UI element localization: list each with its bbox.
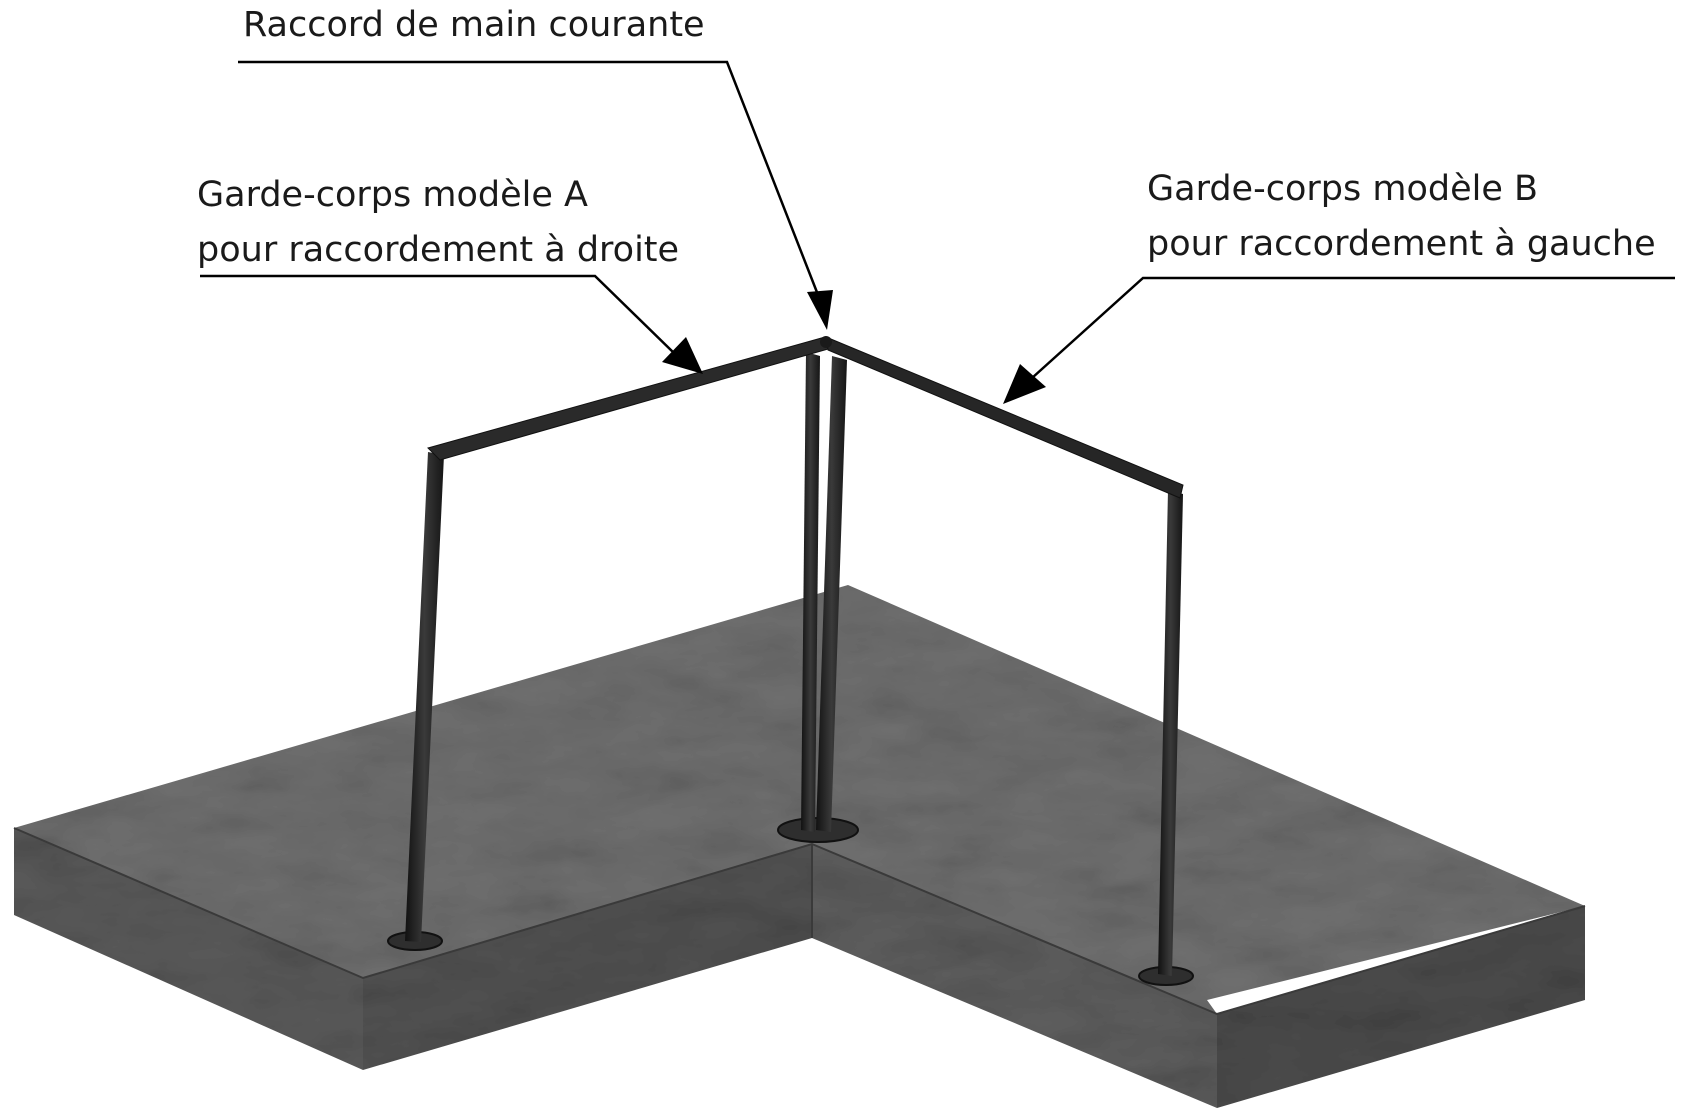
annotation-leaders	[200, 60, 1675, 404]
leader-model-b	[1031, 276, 1675, 379]
concrete-slab	[13, 585, 1586, 1108]
leader-model-a	[200, 274, 677, 356]
leader-raccord	[238, 60, 822, 301]
handrail-joint	[820, 336, 832, 348]
post-b-right	[1158, 490, 1183, 976]
guardrail-model-a	[405, 336, 829, 942]
label-model-b-line2: pour raccordement à gauche	[1147, 224, 1656, 264]
arrowhead-raccord	[807, 290, 833, 330]
label-raccord: Raccord de main courante	[243, 5, 705, 45]
annotation-labels: Raccord de main courante Garde-corps mod…	[197, 5, 1656, 270]
slab-left-front-face	[14, 828, 363, 1070]
handrail-a	[427, 336, 829, 461]
handrail-b	[825, 336, 1184, 499]
label-model-a-line2: pour raccordement à droite	[197, 230, 679, 270]
post-b-center	[816, 356, 847, 832]
slab-inner-face-right	[812, 844, 1217, 1108]
slab-inner-face-left	[363, 844, 812, 1070]
arrowhead-model-b	[1003, 364, 1046, 404]
slab-right-front-face	[1217, 906, 1585, 1108]
label-model-a-line1: Garde-corps modèle A	[197, 175, 588, 215]
arrowhead-model-a	[662, 337, 703, 374]
label-model-b-line1: Garde-corps modèle B	[1147, 169, 1538, 209]
post-a-left	[405, 452, 444, 942]
post-a-center	[801, 352, 820, 832]
